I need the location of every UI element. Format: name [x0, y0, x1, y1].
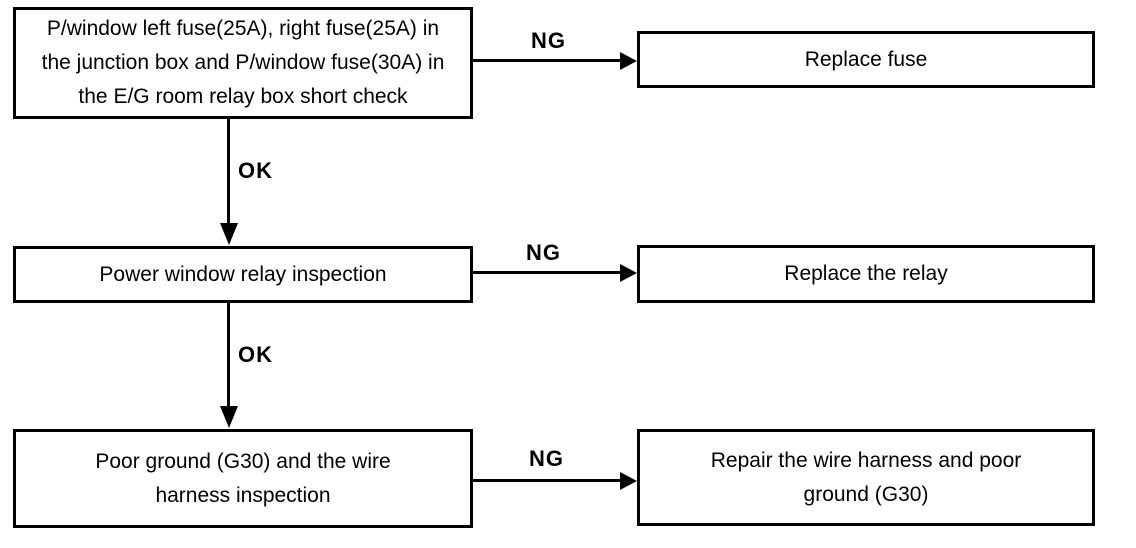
arrow-ng-3-line — [473, 479, 621, 482]
arrow-ng-1-head-icon — [620, 52, 637, 70]
arrow-ok-1-line — [227, 119, 230, 224]
flow-step-fuse-short-check-text: P/window left fuse(25A), right fuse(25A)… — [42, 12, 445, 114]
ng-label-1: NG — [531, 28, 566, 53]
arrow-ng-2-line — [473, 271, 621, 274]
flow-step-ground-harness-inspection: Poor ground (G30) and the wire harness i… — [13, 429, 473, 528]
flow-step-relay-inspection: Power window relay inspection — [13, 246, 473, 303]
text-line: the junction box and P/window fuse(30A) … — [41, 51, 445, 74]
text-line: Power window relay inspection — [99, 262, 387, 286]
ok-label-2: OK — [238, 342, 273, 367]
flow-step-fuse-short-check: P/window left fuse(25A), right fuse(25A)… — [13, 7, 473, 119]
flow-result-replace-relay: Replace the relay — [637, 245, 1095, 303]
text-line: ground (G30) — [803, 482, 929, 506]
text-line: Replace fuse — [804, 47, 928, 71]
flow-step-ground-harness-inspection-text: Poor ground (G30) and the wire harness i… — [95, 445, 390, 513]
text-line: Poor ground (G30) and the wire — [95, 449, 391, 473]
text-line: P/window left fuse(25A), right fuse(25A)… — [46, 17, 440, 40]
arrow-ng-2-head-icon — [620, 264, 637, 282]
text-line: harness inspection — [155, 483, 331, 507]
arrow-ok-2-line — [227, 303, 230, 407]
ok-label-1: OK — [238, 158, 273, 183]
flow-result-repair-harness-ground-text: Repair the wire harness and poor ground … — [711, 444, 1022, 512]
arrow-ok-2-head-icon — [220, 406, 238, 428]
ng-label-3: NG — [529, 446, 564, 471]
flow-result-repair-harness-ground: Repair the wire harness and poor ground … — [637, 429, 1095, 526]
arrow-ok-1-head-icon — [220, 223, 238, 245]
flow-step-relay-inspection-text: Power window relay inspection — [99, 258, 386, 292]
flow-result-replace-fuse: Replace fuse — [637, 31, 1095, 88]
flow-result-replace-relay-text: Replace the relay — [784, 257, 947, 291]
arrow-ng-1-line — [473, 59, 621, 62]
text-line: the E/G room relay box short check — [78, 85, 408, 108]
arrow-ng-3-head-icon — [620, 472, 637, 490]
text-line: Replace the relay — [784, 262, 948, 285]
ng-label-2: NG — [526, 240, 561, 265]
text-line: Repair the wire harness and poor — [710, 448, 1022, 472]
flow-result-replace-fuse-text: Replace fuse — [805, 43, 928, 77]
